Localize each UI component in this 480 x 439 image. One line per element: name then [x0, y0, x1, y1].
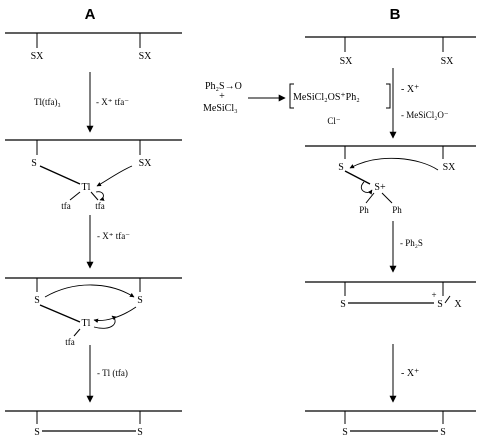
tl-tfa-bond: [69, 191, 81, 201]
s-label: S: [34, 295, 40, 306]
structure-b3: S S + X: [305, 281, 476, 310]
electron-push-arrow: [360, 181, 373, 195]
sulfonium-label: S+: [374, 182, 386, 193]
chloride-counterion: Cl⁻: [327, 116, 341, 126]
reagent-plus: +: [219, 91, 225, 102]
s-s-bond: [344, 170, 371, 185]
s-tl-bond: [39, 165, 81, 185]
intermediate-complex: MeSiCl₂OS⁺Ph₂ Cl⁻: [289, 83, 391, 126]
structure-b2: S SX S+ Ph Ph: [305, 145, 476, 215]
column-a-header: A: [85, 6, 96, 23]
column-b-header: B: [390, 6, 401, 23]
phenyl-label: Ph: [392, 205, 402, 215]
electron-push-arrow: [93, 306, 137, 323]
phenyl-label: Ph: [359, 205, 369, 215]
reagent-mesicl3: MeSiCl₃: [203, 103, 238, 114]
intermediate-label: MeSiCl₂OS⁺Ph₂: [293, 92, 360, 103]
step-b3-x: - X⁺: [401, 368, 419, 379]
s-label: S: [440, 427, 446, 438]
s-label: S: [338, 162, 344, 173]
sx-label: SX: [340, 56, 354, 67]
tl-tfa-bond: [90, 191, 99, 201]
bracket-left: [289, 83, 294, 109]
step-b2-byproduct: - Ph₂S: [400, 238, 423, 248]
step-a3-byproduct: - Tl (tfa): [97, 368, 128, 378]
s-ph-bond: [365, 192, 375, 204]
tfa-label: tfa: [65, 337, 75, 347]
s-ph-bond: [381, 192, 393, 204]
s-label: S: [31, 158, 37, 169]
thallium-label: Tl: [82, 318, 91, 329]
structure-a3: S S Tl tfa: [5, 277, 182, 347]
step-a2-byproduct: - X⁺ tfa⁻: [97, 231, 130, 241]
s-label: S: [34, 427, 40, 438]
tfa-label: tfa: [61, 201, 71, 211]
s-label: S: [137, 427, 143, 438]
thallium-label: Tl: [82, 182, 91, 193]
sx-label: SX: [31, 51, 45, 62]
electron-push-arrow: [96, 165, 133, 187]
s-label: S: [137, 295, 143, 306]
sx-label: SX: [139, 51, 153, 62]
sx-label: SX: [441, 56, 455, 67]
step-b1-x: - X⁺: [401, 84, 419, 95]
tl-tfa-bond: [73, 328, 81, 337]
sx-label: SX: [443, 162, 457, 173]
charge-plus: +: [431, 290, 436, 300]
s-x-bond: [444, 295, 451, 304]
s-label: S: [342, 427, 348, 438]
structure-b1: SX SX: [305, 36, 476, 67]
structure-b4: S S: [305, 410, 476, 438]
s-label: S: [437, 299, 443, 310]
step-b1-byproduct: - MeSiCl₂O⁻: [401, 110, 449, 120]
reagent-ph2so: Ph₂S→O: [205, 81, 242, 92]
s-tl-bond: [39, 304, 81, 323]
x-label: X: [454, 299, 462, 310]
electron-push-arrow: [93, 315, 117, 329]
structure-a2: S SX Tl tfa tfa: [5, 139, 182, 211]
s-label: S: [340, 299, 346, 310]
step-a1-reagent: Tl(tfa)₃: [34, 97, 61, 107]
electron-push-arrow: [95, 191, 105, 201]
sx-label: SX: [139, 158, 153, 169]
structure-a1: SX SX: [5, 32, 182, 62]
step-a1-byproduct: - X⁺ tfa⁻: [96, 97, 129, 107]
tfa-label: tfa: [95, 201, 105, 211]
electron-push-arrow: [44, 284, 135, 298]
bracket-right: [386, 83, 391, 109]
structure-a4: S S: [5, 410, 182, 438]
electron-push-arrow: [349, 157, 439, 171]
